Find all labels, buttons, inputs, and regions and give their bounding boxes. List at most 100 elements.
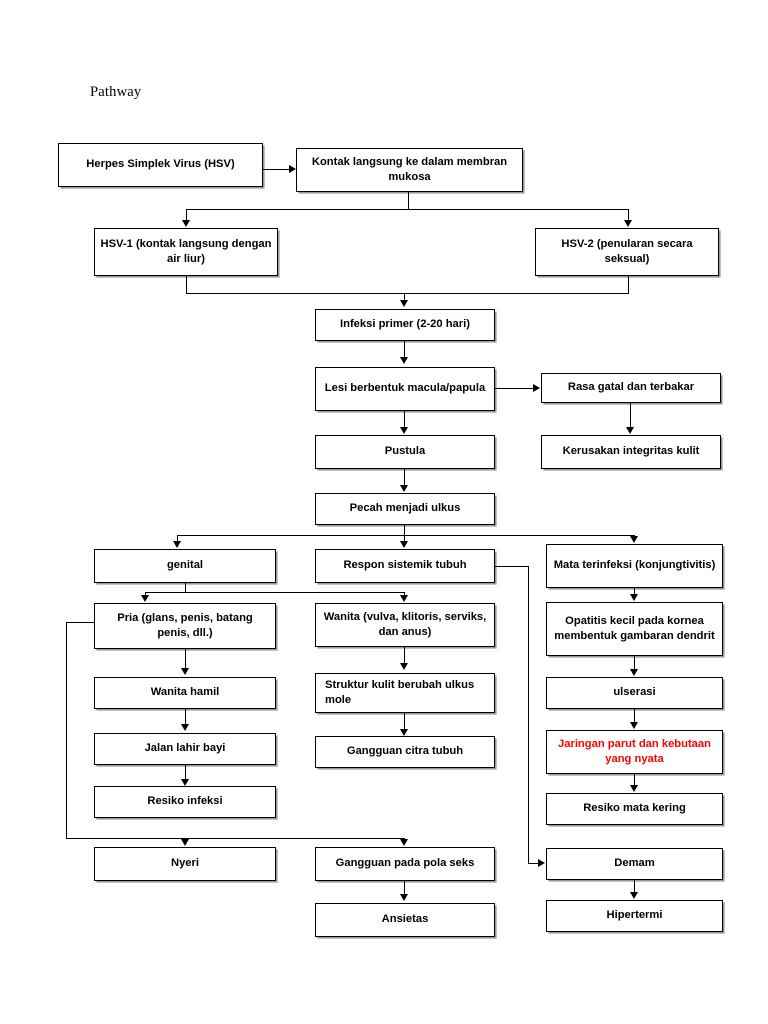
edge-hsv1-drop — [186, 276, 188, 294]
node-resiko-mata-kering: Resiko mata kering — [546, 793, 723, 825]
edge-arrow-infeksi-to-lesi — [400, 357, 408, 364]
edge-respon-right-vertical — [528, 566, 530, 864]
node-herpes-simplek-virus: Herpes Simplek Virus (HSV) — [58, 143, 263, 187]
edge-arrow-kontak-to-hsv1 — [182, 220, 190, 227]
node-label: Struktur kulit berubah ulkus mole — [325, 678, 475, 706]
node-wanita-hamil: Wanita hamil — [94, 677, 276, 709]
edge-respon-to-demam — [528, 863, 538, 865]
node-label: Hipertermi — [606, 909, 663, 922]
edge-infeksi-to-lesi — [404, 341, 406, 357]
node-label: Demam — [614, 857, 655, 870]
edge-kontak-bus — [186, 209, 629, 211]
node-label: Gangguan pada pola seks — [335, 857, 475, 870]
node-label: Ansietas — [381, 913, 429, 926]
edge-wanita-right-drop — [404, 647, 406, 652]
edge-arrow-to-polaseks — [400, 839, 408, 846]
edge-genital-to-wanita-stem — [404, 592, 406, 596]
edge-genital-bus — [145, 592, 405, 594]
node-label: Resiko infeksi — [147, 795, 223, 808]
node-opatitis-kornea-dendrit: Opatitis kecil pada kornea membentuk gam… — [546, 602, 723, 656]
edge-arrow-pria-to-hamil — [181, 668, 189, 675]
node-label: Herpes Simplek Virus (HSV) — [86, 158, 235, 171]
edge-kontak-to-hsv2-stem — [628, 209, 630, 222]
node-label: ulserasi — [613, 686, 656, 699]
edge-hsv2-drop — [628, 276, 630, 294]
edge-merge-stem-to-infeksi — [404, 293, 406, 302]
edge-kontak-drop — [408, 192, 410, 210]
edge-pria-to-hamil — [185, 649, 187, 668]
node-pustula: Pustula — [315, 435, 495, 469]
edge-jalanlahir-to-resiko — [185, 765, 187, 779]
node-wanita: Wanita (vulva, klitoris, serviks, dan an… — [315, 603, 495, 647]
node-resiko-infeksi: Resiko infeksi — [94, 786, 276, 818]
edge-arrow-hsv-to-kontak — [289, 165, 296, 173]
edge-arrow-hamil-to-jalanlahir — [181, 724, 189, 731]
node-gangguan-citra-tubuh: Gangguan citra tubuh — [315, 736, 495, 768]
page-title: Pathway — [90, 84, 142, 100]
edge-arrow-jalanlahir-to-resiko — [181, 779, 189, 786]
node-label: Kerusakan integritas kulit — [562, 445, 700, 458]
edge-arrow-genital-to-pria — [141, 595, 149, 602]
node-genital: genital — [94, 549, 276, 583]
node-label: Jalan lahir bayi — [144, 742, 226, 755]
edge-respon-right-exit — [495, 566, 529, 568]
node-nyeri: Nyeri — [94, 847, 276, 881]
node-label: HSV-1 (kontak langsung dengan air liur) — [100, 237, 272, 265]
edge-arrow-opatitis-to-ulserasi — [630, 669, 638, 676]
edge-pecah-drop — [404, 525, 406, 536]
node-label: Pecah menjadi ulkus — [349, 502, 461, 515]
edge-arrow-ulserasi-to-jaringan — [630, 722, 638, 729]
edge-arrow-pecah-to-genital — [173, 541, 181, 548]
edge-arrow-lesi-to-pustula — [400, 427, 408, 434]
node-label: Mata terinfeksi (konjungtivitis) — [553, 559, 716, 572]
node-pria: Pria (glans, penis, batang penis, dll.) — [94, 603, 276, 649]
edge-arrow-kontak-to-hsv2 — [624, 220, 632, 227]
node-label: Wanita (vulva, klitoris, serviks, dan an… — [323, 610, 487, 638]
node-label: Resiko mata kering — [583, 802, 686, 815]
node-label: Rasa gatal dan terbakar — [567, 381, 695, 394]
node-label: Nyeri — [171, 857, 199, 870]
node-label: Wanita hamil — [150, 686, 220, 699]
node-kerusakan-integritas-kulit: Kerusakan integritas kulit — [541, 435, 721, 469]
node-label: Jaringan parut dan kebutaan yang nyata — [558, 737, 711, 765]
edge-struktur-to-citra — [404, 713, 406, 729]
edge-mata-to-opatitis — [634, 588, 636, 595]
node-hsv-2: HSV-2 (penularan secara seksual) — [535, 228, 719, 276]
node-pecah-menjadi-ulkus: Pecah menjadi ulkus — [315, 493, 495, 525]
node-mata-terinfeksi: Mata terinfeksi (konjungtivitis) — [546, 544, 723, 588]
edge-arrow-pecah-to-respon — [400, 541, 408, 548]
node-struktur-kulit-ulkus-mole: Struktur kulit berubah ulkus mole — [315, 673, 495, 713]
edge-arrow-gatal-to-integritas — [626, 427, 634, 434]
edge-polaseks-to-ansietas — [404, 881, 406, 895]
node-infeksi-primer: Infeksi primer (2-20 hari) — [315, 309, 495, 341]
node-label: Respon sistemik tubuh — [343, 559, 467, 572]
node-demam: Demam — [546, 848, 723, 880]
edge-jaringan-to-matakering — [634, 774, 636, 786]
edge-ulserasi-to-jaringan — [634, 709, 636, 723]
node-respon-sistemik-tubuh: Respon sistemik tubuh — [315, 549, 495, 583]
edge-demam-to-hipertermi — [634, 880, 636, 893]
edge-pecah-bus — [177, 535, 635, 537]
edge-pecah-to-genital-stem — [177, 535, 179, 542]
edge-arrow-polaseks-to-ansietas — [400, 894, 408, 901]
node-rasa-gatal-dan-terbakar: Rasa gatal dan terbakar — [541, 373, 721, 403]
edge-arrow-struktur-to-citra — [400, 729, 408, 736]
edge-pustula-to-pecah — [404, 469, 406, 485]
edge-lesi-to-gatal — [495, 388, 533, 390]
edge-arrow-pustula-to-pecah — [400, 485, 408, 492]
edge-arrow-respon-to-demam — [538, 859, 545, 867]
node-label: Gangguan citra tubuh — [346, 745, 464, 758]
node-label: Pria (glans, penis, batang penis, dll.) — [117, 611, 253, 639]
edge-wanita-to-struktur — [404, 647, 406, 665]
edge-merge-bus-to-infeksi — [186, 293, 629, 295]
edge-arrow-jaringan-to-matakering — [630, 785, 638, 792]
edge-opatitis-to-ulserasi — [634, 656, 636, 670]
edge-kontak-to-hsv1-stem — [186, 209, 188, 222]
edge-pria-left-exit — [66, 622, 95, 624]
node-label: genital — [166, 559, 204, 572]
edge-genital-to-pria-stem — [145, 592, 147, 596]
node-ulserasi: ulserasi — [546, 677, 723, 709]
edge-genital-drop — [185, 583, 187, 593]
edge-arrow-mata-to-opatitis — [630, 594, 638, 601]
